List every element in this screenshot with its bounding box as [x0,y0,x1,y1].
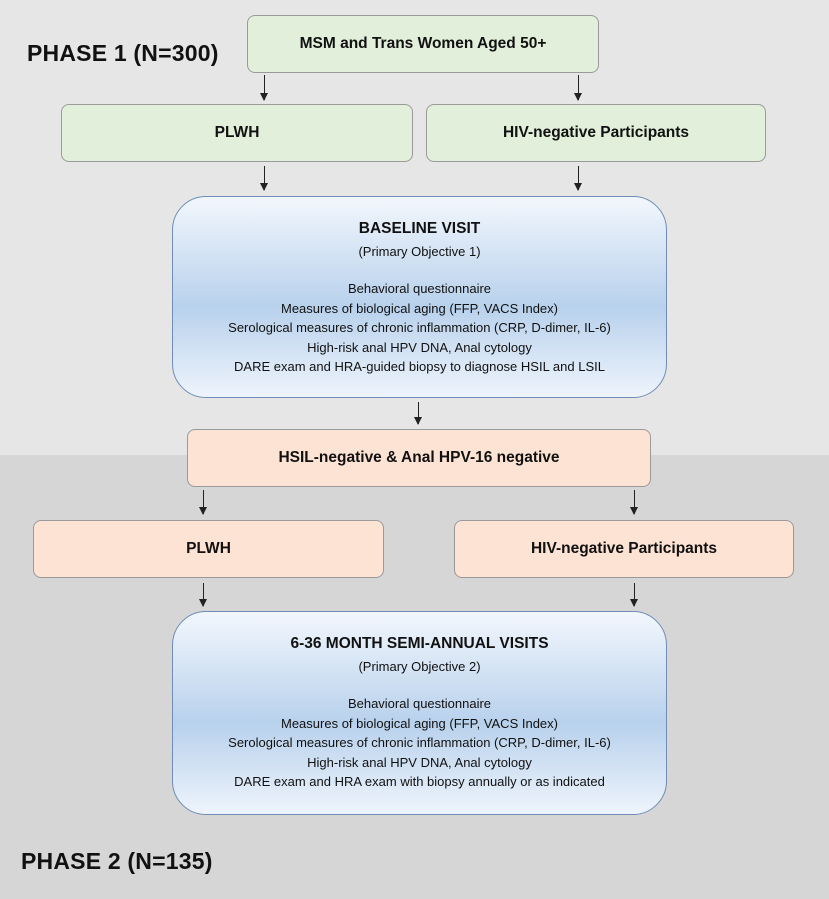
arrow-down-icon [574,166,582,191]
arrow-down-icon [414,402,422,425]
arrow-down-icon [199,490,207,515]
list-item: Behavioral questionnaire [347,281,492,296]
semi-annual-visits-title: 6-36 MONTH SEMI-ANNUAL VISITS [290,635,549,652]
list-item: Serological measures of chronic inflamma… [228,320,611,335]
plwh-box-label: PLWH [186,540,231,557]
arrow-down-icon [260,166,268,191]
semi-annual-visits-box: 6-36 MONTH SEMI-ANNUAL VISITS (Primary O… [172,611,667,815]
plwh-box-phase2: PLWH [33,520,384,578]
arrow-down-icon [199,583,207,607]
list-item: High-risk anal HPV DNA, Anal cytology [307,339,532,355]
semi-annual-visits-list: Behavioral questionnaire Measures of bio… [173,694,666,792]
semi-annual-visits-subtitle: (Primary Objective 2) [358,659,481,674]
baseline-visit-title: BASELINE VISIT [358,220,481,237]
hiv-negative-box-label: HIV-negative Participants [530,540,718,557]
list-item: Behavioral questionnaire [347,696,492,711]
list-item: Measures of biological aging (FFP, VACS … [281,715,558,731]
plwh-box-label: PLWH [214,124,260,141]
baseline-visit-subtitle: (Primary Objective 1) [358,244,481,259]
population-box: MSM and Trans Women Aged 50+ [247,15,599,73]
plwh-box-phase1: PLWH [61,104,413,162]
list-item: DARE exam and HRA exam with biopsy annua… [234,774,605,789]
hiv-negative-box-phase1: HIV-negative Participants [426,104,766,162]
hsil-negative-box-label: HSIL-negative & Anal HPV-16 negative [278,449,560,466]
list-item: High-risk anal HPV DNA, Anal cytology [307,754,532,770]
list-item: Measures of biological aging (FFP, VACS … [281,300,558,316]
hsil-negative-box: HSIL-negative & Anal HPV-16 negative [187,429,651,487]
arrow-down-icon [574,75,582,101]
hiv-negative-box-label: HIV-negative Participants [502,124,690,141]
arrow-down-icon [630,583,638,607]
hiv-negative-box-phase2: HIV-negative Participants [454,520,794,578]
baseline-visit-box: BASELINE VISIT (Primary Objective 1) Beh… [172,196,667,398]
list-item: Serological measures of chronic inflamma… [228,735,611,750]
arrow-down-icon [630,490,638,515]
list-item: DARE exam and HRA-guided biopsy to diagn… [234,359,605,374]
phase1-label: PHASE 1 (N=300) [27,40,219,66]
baseline-visit-list: Behavioral questionnaire Measures of bio… [173,279,666,377]
population-box-label: MSM and Trans Women Aged 50+ [299,35,547,52]
phase2-label: PHASE 2 (N=135) [21,848,213,874]
arrow-down-icon [260,75,268,101]
